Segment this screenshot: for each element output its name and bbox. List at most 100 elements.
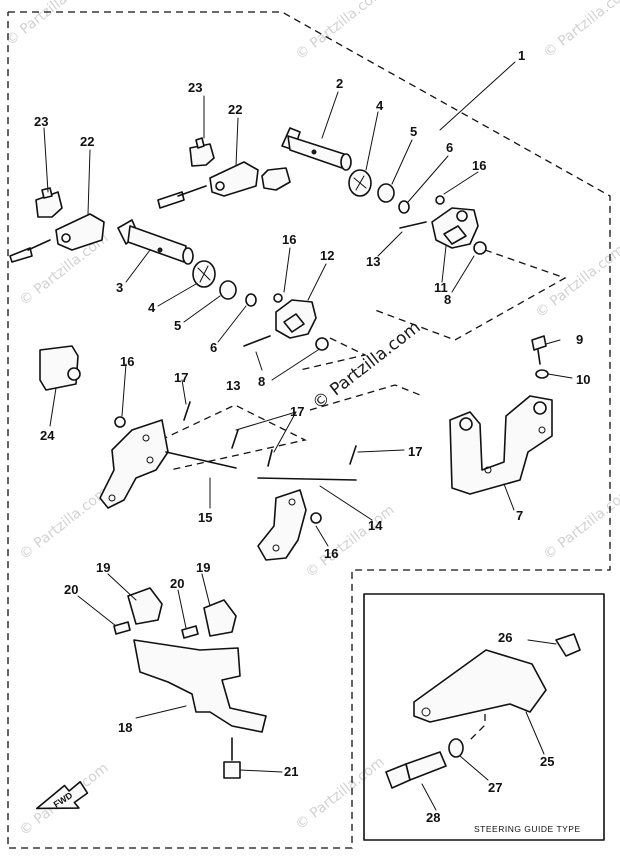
guide-line: [374, 249, 567, 341]
callout-20: 20: [170, 576, 184, 591]
spring-part-17: [183, 401, 191, 421]
shaft-part-2: [261, 127, 352, 191]
callout-6: 6: [446, 140, 453, 155]
callout-4: 4: [148, 300, 156, 315]
guide-plate-part-25: [413, 649, 547, 723]
washer-part-6: [398, 200, 410, 214]
callout-16: 16: [472, 158, 486, 173]
joint-part-22: [9, 213, 105, 263]
screw-part-13: [399, 221, 427, 229]
callout-2: 2: [336, 76, 343, 91]
lever-part-15: [99, 416, 237, 509]
spacer-part-5: [377, 183, 395, 203]
roller-part-4: [348, 169, 372, 197]
cam-part-12: [275, 299, 317, 339]
callout-16: 16: [120, 354, 134, 369]
callout-11: 11: [434, 280, 448, 295]
bolt-part-28: [385, 751, 447, 789]
callout-25: 25: [540, 754, 554, 769]
guide-line: [149, 404, 307, 471]
watermark: © Partzilla.com: [541, 484, 620, 563]
callout-17: 17: [174, 370, 188, 385]
pad-part-24-stud: [67, 367, 81, 381]
callout-5: 5: [174, 318, 181, 333]
cam-part-11: [431, 207, 479, 249]
callout-16: 16: [282, 232, 296, 247]
callout-14: 14: [368, 518, 383, 533]
watermark: © Partzilla.com: [17, 484, 112, 563]
washer-part-16: [273, 293, 283, 303]
callout-28: 28: [426, 810, 440, 825]
callout-7: 7: [516, 508, 523, 523]
callout-22: 22: [80, 134, 94, 149]
washer-part-16: [310, 512, 322, 524]
callout-6: 6: [210, 340, 217, 355]
guide-line: [299, 337, 367, 371]
callout-16: 16: [324, 546, 338, 561]
inset-caption: STEERING GUIDE TYPE: [474, 824, 581, 834]
callout-4: 4: [376, 98, 384, 113]
bolt-part-9: [531, 335, 547, 365]
clip-part-23: [189, 137, 215, 167]
guide-line: [309, 384, 421, 411]
roller-part-4: [192, 260, 216, 288]
washer-part-27: [448, 738, 464, 758]
spring-part-17: [231, 429, 239, 449]
callout-23: 23: [34, 114, 48, 129]
callout-3: 3: [116, 280, 123, 295]
bolt-part-21: [223, 737, 241, 779]
spacer-part-5: [219, 280, 237, 300]
watermark: © Partzilla.com: [3, 0, 98, 49]
inset-box: [363, 593, 605, 841]
callout-18: 18: [118, 720, 132, 735]
plate-part-18: [133, 639, 267, 733]
callout-21: 21: [284, 764, 298, 779]
callout-12: 12: [320, 248, 334, 263]
pin-part-20: [113, 621, 131, 635]
callout-5: 5: [410, 124, 417, 139]
joint-part-22: [157, 161, 259, 209]
spring-part-17: [349, 445, 357, 465]
washer-part-16: [435, 195, 445, 205]
watermark: © Partzilla.com: [541, 0, 620, 61]
assembly-outline: [7, 11, 611, 849]
callout-13: 13: [226, 378, 240, 393]
callout-8: 8: [258, 374, 265, 389]
holder-part-19: [127, 587, 163, 625]
clip-part-23: [35, 187, 63, 218]
callout-15: 15: [198, 510, 212, 525]
callout-24: 24: [40, 428, 55, 443]
pin-part-20: [181, 625, 199, 639]
callout-26: 26: [498, 630, 512, 645]
lever-part-14: [257, 477, 357, 561]
callout-23: 23: [188, 80, 202, 95]
callout-1: 1: [518, 48, 525, 63]
callout-20: 20: [64, 582, 78, 597]
callout-19: 19: [196, 560, 210, 575]
washer-part-10: [535, 369, 549, 379]
watermark: © Partzilla.com: [293, 0, 388, 63]
guide-line: [469, 690, 486, 741]
washer-part-6: [245, 293, 257, 307]
callout-8: 8: [444, 292, 451, 307]
callout-27: 27: [488, 780, 502, 795]
shaft-part-3: [117, 219, 194, 265]
callout-labels: 1 2 3 4 4 5 5 6 6 7 8 8 9 10 11 12 13 13…: [34, 48, 590, 825]
watermark: © Partzilla.com: [293, 754, 388, 833]
nut-part-26: [555, 633, 581, 657]
screw-part-13: [243, 335, 271, 347]
callout-9: 9: [576, 332, 583, 347]
callout-19: 19: [96, 560, 110, 575]
watermark: © Partzilla.com: [533, 242, 620, 321]
spring-part-17: [267, 449, 273, 467]
callout-10: 10: [576, 372, 590, 387]
washer-part-16: [114, 416, 126, 428]
callout-22: 22: [228, 102, 242, 117]
callout-17: 17: [408, 444, 422, 459]
holder-part-19: [203, 599, 237, 637]
collar-part-8: [473, 241, 487, 255]
watermark-center: © Partzilla.com: [309, 317, 425, 414]
collar-part-8: [315, 337, 329, 351]
